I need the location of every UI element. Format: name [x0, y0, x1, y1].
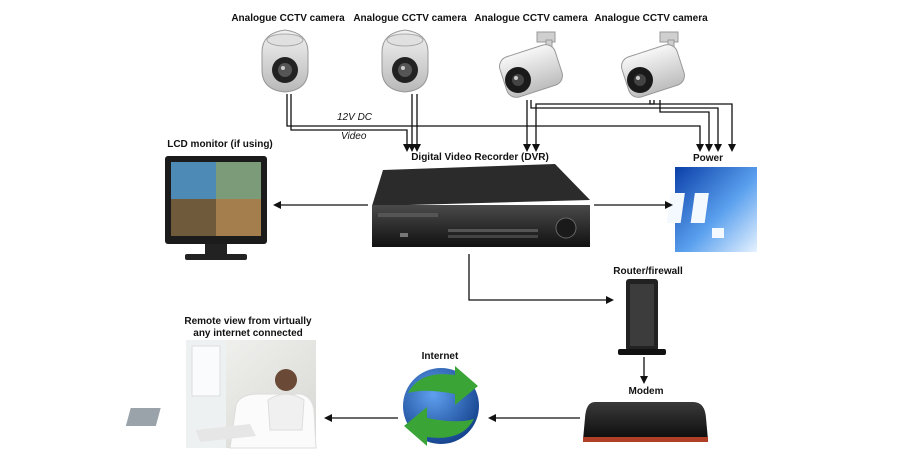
bullet-camera-icon — [621, 31, 685, 98]
monitor-icon — [165, 156, 267, 260]
modem-label: Modem — [628, 386, 664, 397]
remote-view-label: Remote view from virtually any internet … — [184, 316, 312, 351]
person-with-laptop-photo — [125, 340, 317, 449]
dome-camera-icon — [381, 29, 429, 93]
internet-globe-icon — [403, 366, 479, 446]
internet-label: Internet — [421, 351, 459, 362]
dome-camera-icon — [261, 29, 309, 93]
camera-label-4: Analogue CCTV camera — [594, 13, 708, 24]
router-icon — [618, 279, 666, 355]
connection-arrows — [273, 201, 673, 422]
power-outlet-icon — [666, 167, 757, 252]
camera-label-2: Analogue CCTV camera — [353, 13, 467, 24]
dvr-label: Digital Video Recorder (DVR) — [411, 152, 549, 163]
monitor-label: LCD monitor (if using) — [167, 139, 273, 150]
dvr-icon — [372, 164, 590, 247]
camera-label-1: Analogue CCTV camera — [231, 13, 345, 24]
modem-icon — [583, 402, 708, 442]
bullet-camera-icon — [499, 31, 563, 98]
power-label: Power — [692, 153, 723, 164]
power-line-label: 12V DC — [337, 112, 373, 123]
camera-label-3: Analogue CCTV camera — [474, 13, 588, 24]
video-line-label: Video — [341, 131, 367, 142]
router-label: Router/firewall — [613, 266, 683, 277]
